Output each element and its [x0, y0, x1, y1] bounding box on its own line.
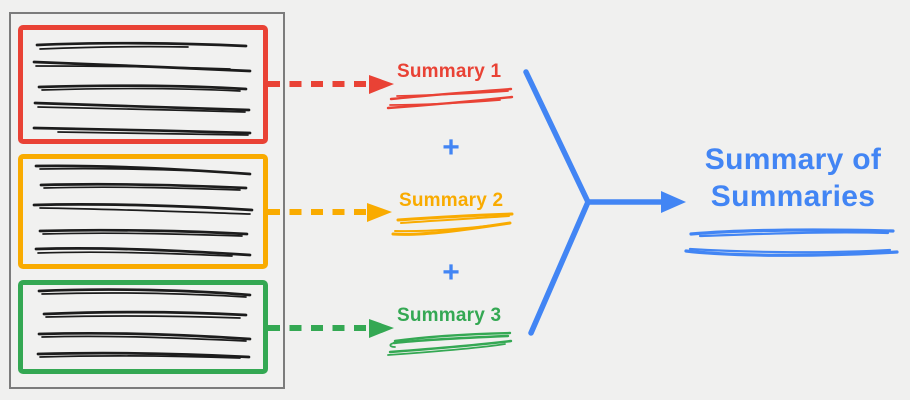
document-green-box: [18, 280, 268, 374]
summary-2-label: Summary 2: [399, 190, 504, 211]
document-stack-frame: [9, 12, 285, 389]
plus-operator-1: +: [442, 131, 460, 164]
merge-lines: [523, 69, 667, 336]
summary-3-scribble: [387, 331, 513, 356]
plus-operator-2: +: [442, 256, 460, 289]
document-orange-box: [18, 154, 268, 269]
summary-1-label: Summary 1: [397, 61, 502, 82]
result-scribble: [684, 228, 899, 257]
summary-1-scribble: [386, 87, 514, 110]
orange-arrowhead: [367, 203, 392, 222]
green-arrowhead: [369, 319, 394, 338]
result-label-line1: Summary of: [704, 143, 882, 176]
summary-of-summaries-label: Summary of Summaries: [683, 141, 903, 215]
red-arrowhead: [369, 75, 394, 94]
summary-2-scribble: [391, 212, 514, 236]
result-label-line2: Summaries: [710, 180, 876, 213]
summary-3-label: Summary 3: [397, 305, 502, 326]
document-red-box: [18, 25, 268, 144]
